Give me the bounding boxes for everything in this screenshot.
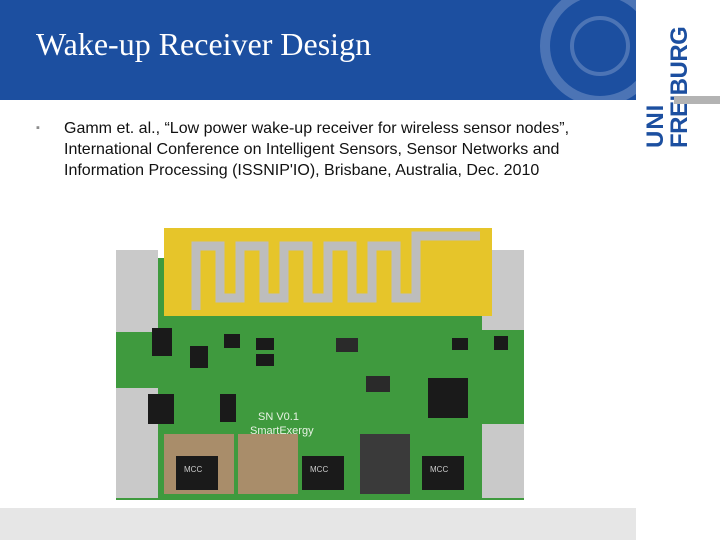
- ic-regulator-lower: [148, 394, 174, 424]
- ic-rf-frontend: [336, 338, 358, 352]
- logo-gray-rule: [674, 96, 720, 104]
- logo-text: UNI FREIBURG: [642, 26, 704, 148]
- proto-area-right-bottom: [482, 424, 524, 498]
- ic-regulator-left: [152, 328, 172, 356]
- title-bar: Wake-up Receiver Design: [0, 0, 636, 100]
- header-pad-2: [238, 434, 298, 494]
- header-pad-3: [360, 434, 410, 494]
- logo-line-freiburg: FREIBURG: [666, 26, 693, 148]
- ic-small-4: [256, 354, 274, 366]
- silkscreen-line-1: SN V0.1: [258, 411, 299, 423]
- logo-line-uni: UNI: [642, 103, 669, 148]
- ic-small-7: [494, 336, 508, 350]
- ic-small-1: [190, 346, 208, 368]
- microcontroller-qfn: [428, 378, 468, 418]
- bullet-marker: ▪: [36, 122, 40, 134]
- seal-inner-ring: [570, 16, 630, 76]
- wake-up-receiver-board-photo: SN V0.1 SmartExergy MCC MCC MCC: [116, 228, 524, 500]
- inductor-3: [422, 456, 464, 490]
- inductor-3-label: MCC: [430, 465, 448, 474]
- meander-antenna-trace: [191, 231, 480, 310]
- inductor-1-label: MCC: [184, 465, 202, 474]
- ic-small-6: [452, 338, 468, 350]
- inductor-1: [176, 456, 218, 490]
- bullet-list: ▪ Gamm et. al., “Low power wake-up recei…: [36, 118, 606, 181]
- slide-title: Wake-up Receiver Design: [36, 26, 372, 62]
- ic-small-2: [224, 334, 240, 348]
- ic-small-5: [220, 394, 236, 422]
- university-seal-watermark: [540, 0, 636, 100]
- ic-small-3: [256, 338, 274, 350]
- footer-band: [0, 508, 636, 540]
- bullet-item-reference: Gamm et. al., “Low power wake-up receive…: [64, 120, 570, 179]
- inductor-2-label: MCC: [310, 465, 328, 474]
- ic-comparator: [366, 376, 390, 392]
- uni-freiburg-logo: UNI FREIBURG: [642, 26, 704, 148]
- inductor-2: [302, 456, 344, 490]
- proto-area-left-top: [116, 250, 158, 332]
